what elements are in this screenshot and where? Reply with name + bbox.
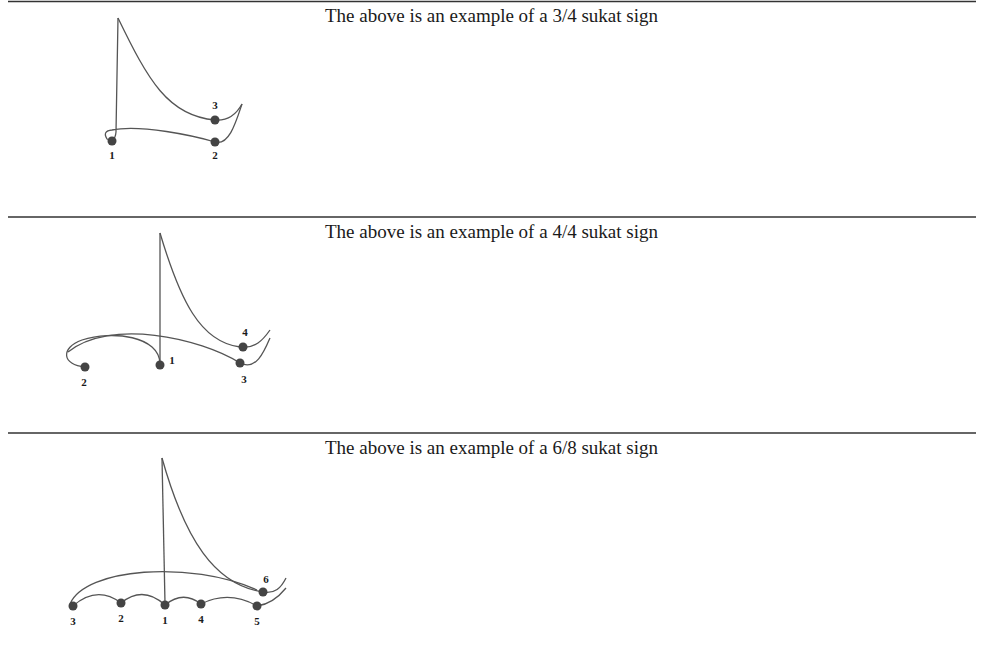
beat-pattern-6-8 <box>70 458 286 606</box>
beat-dot <box>211 138 220 147</box>
beat-path <box>159 233 160 364</box>
callout-number: 4 <box>198 614 204 625</box>
beat-dot <box>236 359 245 368</box>
callout-number: 6 <box>263 574 269 585</box>
callout-number: 5 <box>254 616 260 627</box>
callout-number: 1 <box>162 615 168 626</box>
beat-dot <box>211 116 220 125</box>
caption-text: The above is an example of a 3/4 sukat s… <box>325 6 658 25</box>
beat-pattern-3-4 <box>105 18 242 142</box>
beat-dot <box>156 361 165 370</box>
beat-dot <box>239 343 248 352</box>
callout-number: 2 <box>118 613 124 624</box>
beat-dot <box>161 601 170 610</box>
beat-dot <box>259 588 268 597</box>
beat-dot <box>253 602 262 611</box>
beat-dots-3-4 <box>108 116 220 147</box>
callout-number: 3 <box>70 616 76 627</box>
beat-path <box>160 233 270 347</box>
callout-number: 3 <box>212 100 218 111</box>
beat-dot <box>197 600 206 609</box>
caption-text: The above is an example of a 4/4 sukat s… <box>325 222 658 241</box>
row-rules <box>8 2 976 434</box>
row-rule <box>8 216 976 217</box>
beat-dot <box>69 602 78 611</box>
callout-number: 4 <box>242 327 248 338</box>
callout-number: 1 <box>109 150 115 161</box>
beat-dot <box>81 363 90 372</box>
beat-dot <box>108 137 117 146</box>
beat-path <box>118 18 242 120</box>
callout-number: 1 <box>169 355 175 366</box>
beat-path <box>67 335 160 367</box>
row-rule <box>8 432 976 433</box>
beat-path <box>105 18 242 142</box>
callout-number: 2 <box>81 377 87 388</box>
callout-number: 3 <box>241 374 247 385</box>
beat-dots-4-4 <box>81 343 248 372</box>
beat-pattern-4-4 <box>67 233 270 367</box>
beat-path <box>162 458 165 603</box>
beat-dots-6-8 <box>69 588 268 611</box>
beat-path <box>70 572 257 604</box>
beat-dot <box>117 599 126 608</box>
callout-number: 2 <box>212 150 218 161</box>
row-rule <box>8 1 976 2</box>
caption-text: The above is an example of a 6/8 sukat s… <box>325 438 658 457</box>
